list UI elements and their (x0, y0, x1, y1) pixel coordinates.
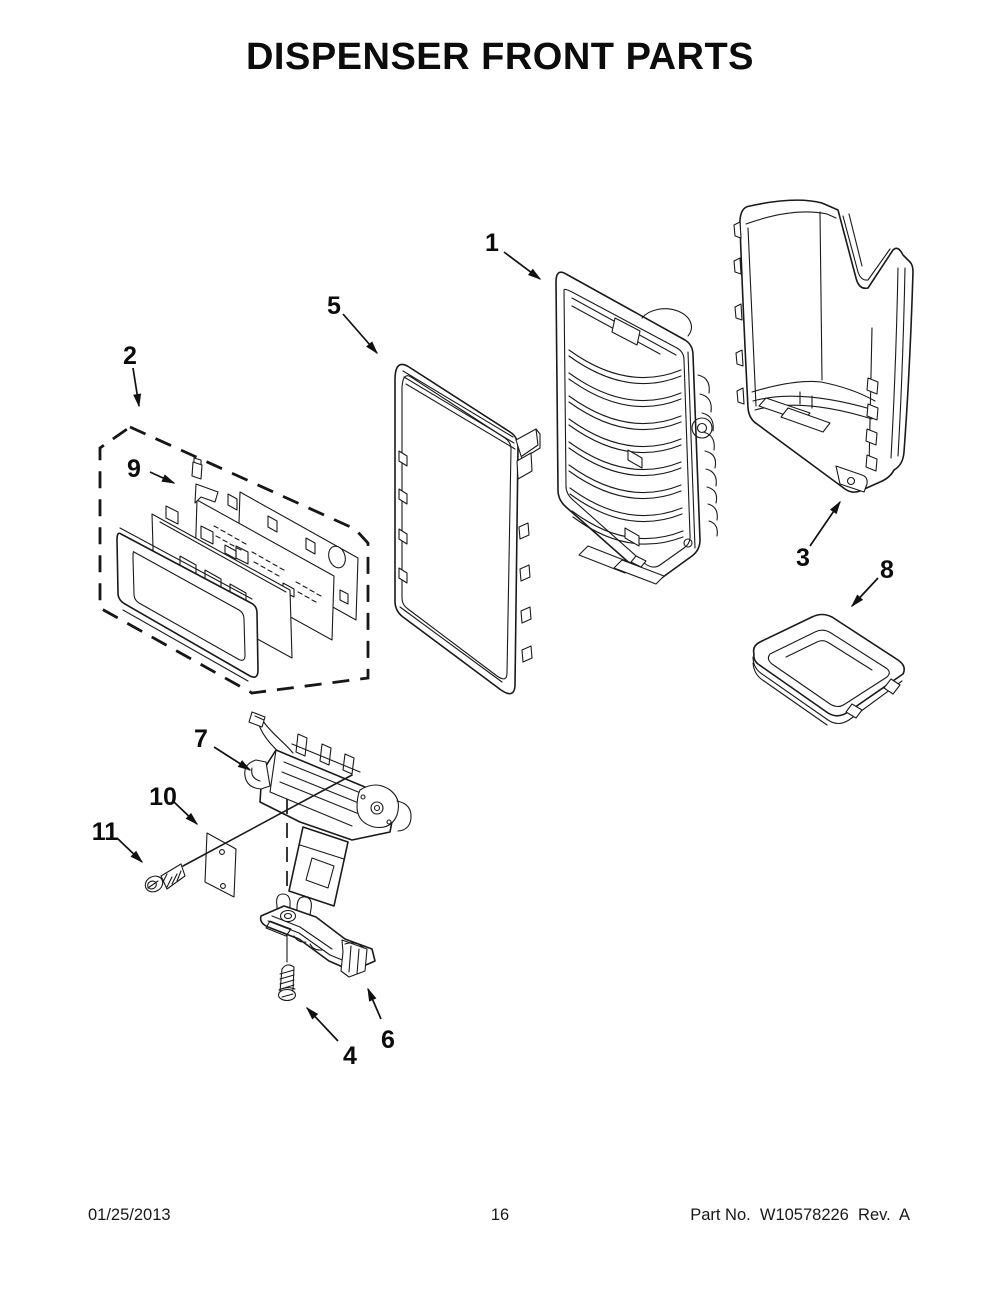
callout-4: 4 (305, 1006, 357, 1070)
part-screw-side (143, 775, 352, 895)
callout-7-label: 7 (194, 725, 208, 753)
callout-1: 1 (485, 229, 542, 280)
part-plate (205, 833, 236, 897)
footer-part-number: Part No. W10578226 Rev. A (690, 1206, 910, 1224)
callout-6-label: 6 (381, 1026, 395, 1054)
part-lever-assembly (245, 712, 411, 908)
callout-10-label: 10 (149, 783, 177, 811)
page-title: DISPENSER FRONT PARTS (245, 36, 755, 78)
callout-1-label: 1 (485, 229, 499, 257)
callout-8: 8 (850, 556, 894, 608)
callout-5-label: 5 (327, 292, 341, 320)
callout-9-label: 9 (127, 455, 141, 483)
callout-7: 7 (194, 725, 252, 771)
callout-2: 2 (123, 342, 142, 408)
part-facade-panel (395, 364, 540, 693)
callout-4-label: 4 (343, 1042, 357, 1070)
part-bottom-bracket (261, 894, 375, 977)
part-dispenser-housing (556, 272, 717, 584)
part-connector (192, 458, 218, 503)
callout-6: 6 (368, 987, 395, 1054)
callout-2-label: 2 (123, 342, 137, 370)
part-screw-bottom (279, 934, 296, 1001)
part-drip-tray (753, 615, 904, 726)
callout-11-label: 11 (92, 818, 119, 846)
footer-date: 01/25/2013 (88, 1206, 171, 1224)
footer-page-number: 16 (490, 1206, 510, 1224)
callout-3: 3 (796, 500, 841, 572)
callout-10: 10 (149, 783, 199, 826)
callout-11: 11 (92, 818, 144, 864)
callout-9: 9 (127, 455, 176, 483)
callouts: 1 2 3 4 5 6 7 (92, 229, 894, 1070)
part-ice-container (734, 200, 913, 492)
callout-8-label: 8 (880, 556, 894, 584)
part-control-panel-assembly (100, 427, 368, 693)
callout-3-label: 3 (796, 544, 810, 572)
assembly-boundary-box (100, 427, 368, 693)
page-footer: 01/25/2013 16 Part No. W10578226 Rev. A (0, 1206, 1000, 1228)
callout-5: 5 (327, 292, 378, 355)
screw-axis-line (183, 775, 352, 866)
